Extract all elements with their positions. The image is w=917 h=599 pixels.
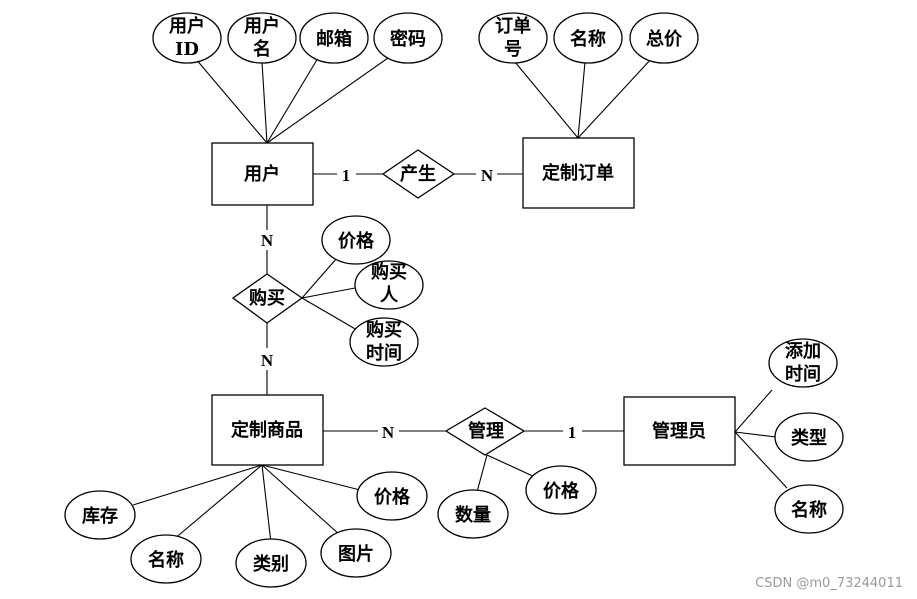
entity-product: 定制商品 [211, 394, 324, 466]
attribute-buy-buyer-line2: 人 [380, 285, 399, 306]
attribute-manage-price-label: 价格 [543, 480, 580, 502]
attribute-product-stock: 库存 [64, 490, 136, 540]
relationship-produce: 产生 [381, 149, 456, 199]
cardinality-manage-admin: 1 [568, 423, 577, 442]
connector-lines [132, 57, 788, 544]
attribute-user-id-line1: 用户 [169, 15, 205, 37]
attribute-manage-price: 价格 [525, 465, 597, 515]
attribute-buy-time-line1: 购买 [366, 319, 402, 341]
attribute-buy-time: 购买 时间 [349, 317, 419, 367]
cardinality-produce-user: 1 [342, 166, 351, 185]
attribute-product-category-label: 类别 [253, 553, 289, 575]
watermark: CSDN @m0_73244011 [755, 576, 903, 591]
attribute-product-image: 图片 [320, 528, 392, 578]
relationship-produce-label: 产生 [400, 163, 436, 185]
attribute-user-email: 邮箱 [299, 12, 369, 64]
attribute-order-no: 订单 号 [478, 12, 548, 64]
attribute-order-name-label: 名称 [570, 28, 606, 50]
attribute-order-total-label: 总价 [646, 28, 683, 50]
attribute-manage-quantity-label: 数量 [455, 504, 491, 526]
attribute-admin-type: 类型 [774, 412, 844, 462]
attribute-user-name-line1: 用户 [244, 15, 280, 37]
entity-product-label: 定制商品 [231, 419, 303, 441]
attribute-user-name: 用户 名 [227, 12, 297, 64]
cardinality-manage-product: N [382, 423, 395, 442]
entity-order-label: 定制订单 [542, 162, 614, 184]
entity-admin-label: 管理员 [652, 420, 706, 442]
attribute-order-no-line2: 号 [504, 39, 522, 60]
attribute-user-password-label: 密码 [390, 28, 426, 50]
entity-admin: 管理员 [623, 396, 736, 466]
attribute-admin-added-time-line2: 时间 [785, 364, 821, 385]
cardinality-produce-order: N [481, 166, 494, 185]
relationship-manage-label: 管理 [468, 420, 504, 442]
cardinality-buy-user: N [261, 231, 274, 250]
attribute-product-image-label: 图片 [338, 543, 374, 565]
attribute-manage-quantity: 数量 [437, 489, 509, 539]
cardinality-buy-product: N [261, 351, 274, 370]
cardinality-labels: 1 N N N N 1 [261, 166, 576, 442]
attribute-admin-added-time: 添加 时间 [768, 338, 838, 388]
entity-order: 定制订单 [522, 137, 635, 209]
attribute-admin-name-label: 名称 [791, 499, 827, 521]
attribute-product-price: 价格 [356, 471, 428, 521]
attribute-user-id: 用户 ID [152, 12, 222, 64]
attribute-buy-time-line2: 时间 [366, 343, 402, 364]
relationship-manage: 管理 [444, 407, 526, 456]
attribute-order-name: 名称 [553, 12, 623, 64]
attribute-buy-price-label: 价格 [338, 230, 375, 252]
attribute-buy-price: 价格 [321, 215, 391, 265]
relationship-buy-label: 购买 [249, 287, 285, 309]
attribute-product-name-label: 名称 [148, 549, 184, 571]
relationship-buy: 购买 [231, 273, 304, 324]
attribute-user-id-line2: ID [175, 39, 199, 60]
attribute-product-stock-label: 库存 [82, 505, 118, 527]
attribute-product-name: 名称 [130, 534, 202, 584]
attribute-user-password: 密码 [373, 12, 443, 64]
entity-user: 用户 [211, 142, 314, 206]
attribute-product-category: 类别 [235, 538, 307, 588]
attribute-buy-buyer-line1: 购买 [371, 261, 407, 283]
entity-user-label: 用户 [244, 163, 280, 185]
attribute-user-name-line2: 名 [253, 38, 271, 60]
attribute-user-email-label: 邮箱 [316, 28, 352, 50]
attribute-admin-type-label: 类型 [791, 427, 827, 449]
attribute-admin-name: 名称 [774, 484, 844, 534]
attribute-order-total: 总价 [629, 12, 699, 64]
attribute-buy-buyer: 购买 人 [354, 260, 424, 310]
attribute-admin-added-time-line1: 添加 [785, 340, 821, 362]
attribute-order-no-line1: 订单 [495, 15, 531, 37]
attribute-product-price-label: 价格 [374, 486, 411, 508]
